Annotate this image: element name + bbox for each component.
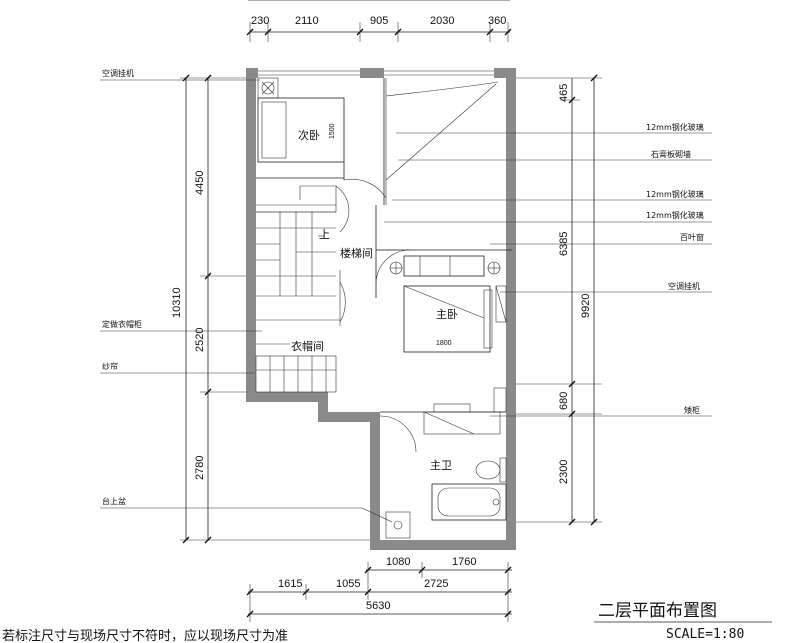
callout-curtain: 纱帘: [102, 361, 118, 371]
callout-ac-left: 空调挂机: [102, 68, 134, 78]
callout-glass-1: 12mm钢化玻璃: [646, 122, 704, 132]
room-closet: 衣帽间: [291, 339, 324, 353]
dim-top-4: 2030: [430, 15, 454, 27]
callout-louver: 百叶窗: [680, 232, 704, 242]
dim-left-3: 2780: [194, 456, 206, 480]
callout-ac-right: 空调挂机: [668, 281, 700, 291]
bed-dim-second: 1500: [329, 123, 336, 139]
left-callouts: 空调挂机 定做衣帽柜 纱帘 台上盆: [100, 68, 393, 523]
room-second-bedroom: 次卧: [298, 128, 320, 142]
callout-wardrobe: 定做衣帽柜: [102, 319, 142, 329]
stair-up-marker: 上: [319, 228, 330, 241]
dim-bottom-total: 5630: [366, 600, 390, 612]
left-dimension-chain: 10310 4450 2520 2780: [171, 74, 370, 544]
dim-bottom-4: 1760: [452, 556, 476, 568]
callout-gypsum: 石膏板砌墙: [651, 149, 691, 159]
dim-right-3: 680: [558, 392, 570, 410]
interior-layout: [255, 77, 512, 539]
drawing-note: 若标注尺寸与现场尺寸不符时，应以现场尺寸为准: [2, 628, 288, 643]
right-callouts: 12mm钢化玻璃 石膏板砌墙 12mm钢化玻璃 12mm钢化玻璃 百叶窗 空调挂…: [384, 122, 712, 417]
bottom-dimension-chain: 1615 1055 1080 1760 2725 5630: [246, 556, 512, 622]
room-master-bath: 主卫: [430, 459, 452, 472]
exterior-walls: [246, 68, 516, 550]
dim-left-total: 10310: [171, 287, 183, 318]
callout-cabinet: 矮柜: [684, 405, 700, 415]
drawing-title: 二层平面布置图: [598, 601, 717, 621]
right-dimension-chain: 465 6385 680 2300 9920: [512, 74, 602, 526]
top-dimension-chain: 230 2110 905 2030 360: [246, 0, 512, 42]
title-block: 二层平面布置图 SCALE=1:80 若标注尺寸与现场尺寸不符时，应以现场尺寸为…: [2, 601, 772, 643]
dim-bottom-1: 1615: [278, 578, 302, 590]
dim-left-1: 4450: [194, 171, 206, 195]
dim-top-5: 360: [488, 15, 506, 27]
drawing-scale: SCALE=1:80: [666, 627, 744, 642]
dim-bottom-5: 2725: [424, 578, 448, 590]
dim-right-1: 465: [558, 84, 570, 102]
callout-glass-3: 12mm钢化玻璃: [646, 210, 704, 220]
dim-top-3: 905: [370, 15, 388, 27]
dim-bottom-3: 1080: [386, 556, 410, 568]
dim-right-total: 9920: [580, 294, 592, 318]
bed-dim-master: 1800: [436, 340, 452, 347]
dim-top-2: 2110: [295, 15, 319, 27]
dim-top-1: 230: [251, 15, 269, 27]
room-master-bedroom: 主卧: [436, 308, 458, 321]
dim-bottom-2: 1055: [336, 578, 360, 590]
callout-basin: 台上盆: [102, 496, 126, 506]
room-stair: 楼梯间: [340, 246, 373, 260]
callout-glass-2: 12mm钢化玻璃: [646, 189, 704, 199]
dim-left-2: 2520: [194, 328, 206, 352]
dim-right-4: 2300: [558, 460, 570, 484]
